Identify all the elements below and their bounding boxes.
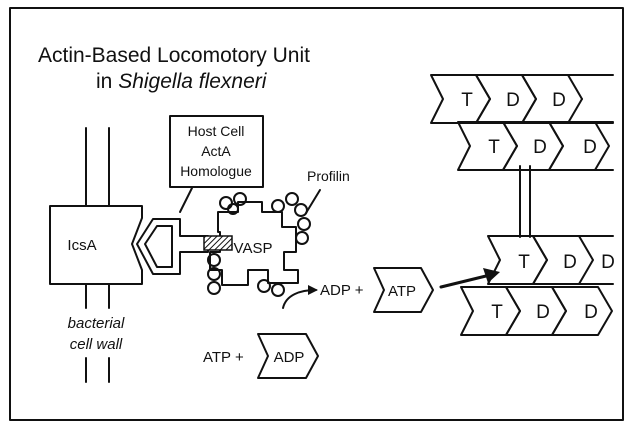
filament-bottom-row1-label-1: T: [518, 252, 530, 273]
diagram-title-line2: in Shigella flexneri: [96, 70, 268, 93]
filament-bottom-row2-subunit-3: [552, 287, 612, 335]
filament-bottom-row2-label-2: D: [536, 302, 550, 323]
cell-wall-label-line1: bacterial: [68, 315, 125, 332]
title-species: Shigella flexneri: [118, 70, 268, 93]
filament-top-row2-subunit-3: [549, 122, 609, 170]
filament-top-row1-label-1: T: [461, 90, 473, 111]
filament-top-row1-label-3: D: [552, 90, 566, 111]
incorporation-arrow-shaft: [441, 276, 486, 287]
host-cell-label-line3: Homologue: [180, 163, 252, 179]
exchange-arrow: [283, 290, 316, 308]
diagram-title-line1: Actin-Based Locomotory Unit: [38, 44, 310, 67]
profilin-label: Profilin: [307, 168, 350, 184]
filament-top-row1-tail: [568, 75, 613, 123]
vasp-label: VASP: [234, 240, 273, 257]
cell-wall-label-line2: cell wall: [70, 336, 123, 353]
filament-top-row2-tail: [595, 122, 613, 170]
title-prefix: in: [96, 70, 118, 93]
filament-bottom-row1-label-3: D: [601, 252, 615, 273]
vasp-binding-site: [204, 236, 232, 250]
atp-box-label: ATP: [388, 283, 416, 300]
adp-box-label: ADP: [274, 349, 305, 366]
filament-bottom-row2-label-1: T: [491, 302, 503, 323]
host-cell-pointer: [180, 188, 192, 212]
filament-top-row1-label-2: D: [506, 90, 520, 111]
host-cell-label-line1: Host Cell: [188, 123, 245, 139]
filament-top: T D D T D D: [431, 75, 613, 170]
filament-bottom-row2-label-3: D: [584, 302, 598, 323]
atp-plus-label: ATP +: [203, 349, 244, 366]
filament-top-row2-label-1: T: [488, 137, 500, 158]
acta-inner-notch: [145, 226, 172, 267]
host-cell-label-line2: ActA: [201, 143, 231, 159]
filament-link: [520, 166, 530, 237]
adp-plus-label: ADP +: [320, 282, 364, 299]
filament-top-row2-label-2: D: [533, 137, 547, 158]
profilin-pointer: [306, 190, 320, 213]
filament-bottom-row1-label-2: D: [563, 252, 577, 273]
filament-bottom: T D D T D D: [461, 236, 615, 335]
icsa-label: IcsA: [67, 237, 96, 254]
filament-top-row2-label-3: D: [583, 137, 597, 158]
